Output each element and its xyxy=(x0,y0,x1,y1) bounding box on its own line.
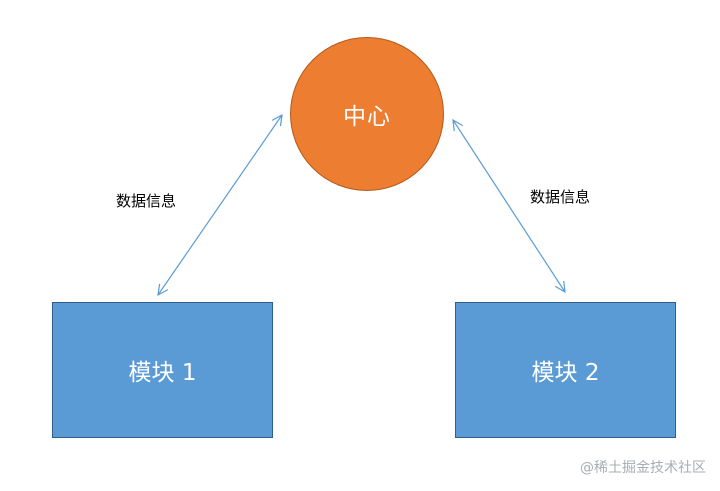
edge-center-module2-arrow xyxy=(453,120,565,292)
edge-label-left: 数据信息 xyxy=(116,192,177,210)
watermark-text: @稀土掘金技术社区 xyxy=(580,460,706,476)
module-1-label: 模块 1 xyxy=(128,360,197,386)
module-2-node: 模块 2 xyxy=(455,302,676,438)
module-1-node: 模块 1 xyxy=(52,302,273,438)
edge-label-right: 数据信息 xyxy=(530,188,591,206)
module-2-label: 模块 2 xyxy=(531,360,600,386)
center-node-label: 中心 xyxy=(343,104,391,130)
edge-center-module1-arrow xyxy=(158,115,282,295)
center-node: 中心 xyxy=(290,37,444,191)
